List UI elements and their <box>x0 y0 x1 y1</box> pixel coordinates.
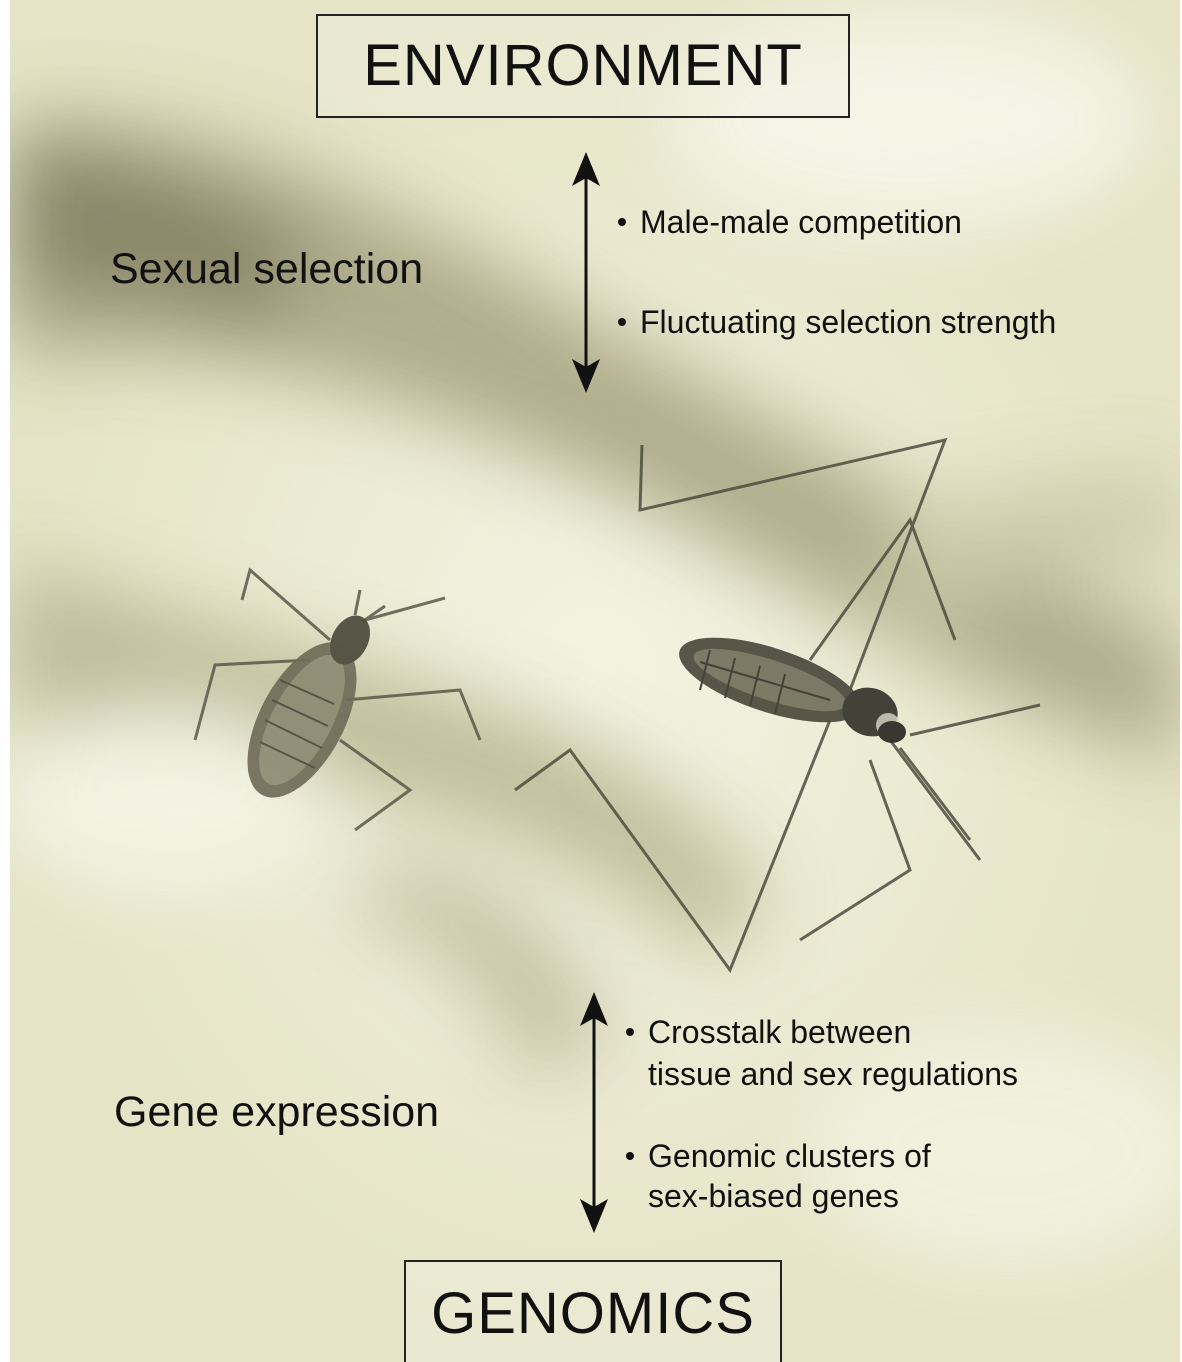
upper-double-arrow <box>566 150 606 395</box>
environment-label: ENVIRONMENT <box>363 37 803 95</box>
bullet-genomic-clusters: Genomic clusters of <box>626 1136 931 1176</box>
bullet-text-line1: Crosstalk between <box>648 1014 911 1050</box>
bullet-fluctuating-selection: Fluctuating selection strength <box>618 302 1056 342</box>
sexual-selection-label: Sexual selection <box>110 245 423 294</box>
bullet-crosstalk-line2: tissue and sex regulations <box>648 1054 1018 1094</box>
gene-expression-label: Gene expression <box>114 1088 439 1137</box>
bullet-male-male-competition: Male-male competition <box>618 202 962 242</box>
bullet-dot <box>626 1152 634 1160</box>
bullet-genomic-clusters-line2: sex-biased genes <box>648 1176 899 1216</box>
bullet-dot <box>626 1028 634 1036</box>
diagram-canvas: ENVIRONMENT Sexual selection Male-male c… <box>10 0 1180 1362</box>
bullet-text: Fluctuating selection strength <box>640 304 1056 340</box>
genomics-label: GENOMICS <box>431 1285 755 1343</box>
environment-box: ENVIRONMENT <box>316 14 850 118</box>
genomics-box: GENOMICS <box>404 1260 782 1362</box>
bullet-dot <box>618 218 626 226</box>
bullet-text: Male-male competition <box>640 204 962 240</box>
bullet-crosstalk: Crosstalk between <box>626 1012 911 1052</box>
bullet-text-line1: Genomic clusters of <box>648 1138 931 1174</box>
lower-double-arrow <box>574 990 614 1235</box>
bullet-dot <box>618 318 626 326</box>
